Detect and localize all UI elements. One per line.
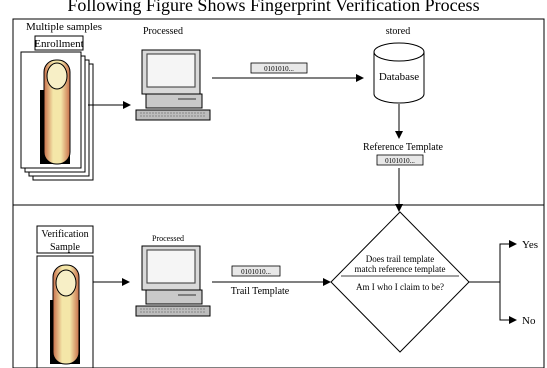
enrollment-label: Enrollment (34, 38, 84, 50)
arrow-no (499, 282, 517, 324)
database-label: Database (379, 71, 419, 83)
database-icon (373, 42, 425, 104)
verification-label-box (36, 225, 94, 254)
enrollment-fingerprint-stack (20, 51, 94, 181)
reference-code-box (376, 154, 424, 166)
yes-label: Yes (522, 239, 538, 251)
decision-diamond (330, 211, 470, 353)
processed-label-1: Processed (143, 26, 183, 37)
template-code-1: 0101010... (264, 65, 294, 73)
figure-frame (12, 18, 545, 368)
multiple-samples-label: Multiple samples (26, 21, 102, 33)
decision-question-line3: Am I who I claim to be? (356, 282, 444, 292)
verification-label-line1: Verification (41, 229, 88, 240)
verification-label-line2: Sample (50, 242, 81, 253)
reference-code: 0101010... (385, 157, 415, 165)
finger-image-enrollment (40, 59, 71, 165)
template-code-box-2 (231, 265, 281, 277)
computer-icon-enrollment (135, 49, 211, 121)
template-code-2: 0101010... (241, 268, 271, 276)
decision-question-line1: Does trail template (366, 254, 434, 264)
stored-label: stored (386, 26, 410, 37)
no-label: No (522, 315, 536, 327)
verification-fingerprint-card (36, 255, 94, 368)
decision-question-line2: match reference template (355, 264, 446, 274)
computer-icon-verification (135, 245, 211, 317)
enrollment-label-box (34, 35, 84, 51)
figure-caption: Following Figure Shows Fingerprint Verif… (67, 0, 480, 15)
template-code-box-1 (250, 62, 308, 74)
processed-label-2: Processed (152, 234, 184, 243)
reference-template-label: Reference Template (363, 142, 443, 153)
finger-image-verification (50, 264, 80, 365)
trail-template-label: Trail Template (231, 286, 290, 297)
arrow-yes (469, 240, 517, 283)
